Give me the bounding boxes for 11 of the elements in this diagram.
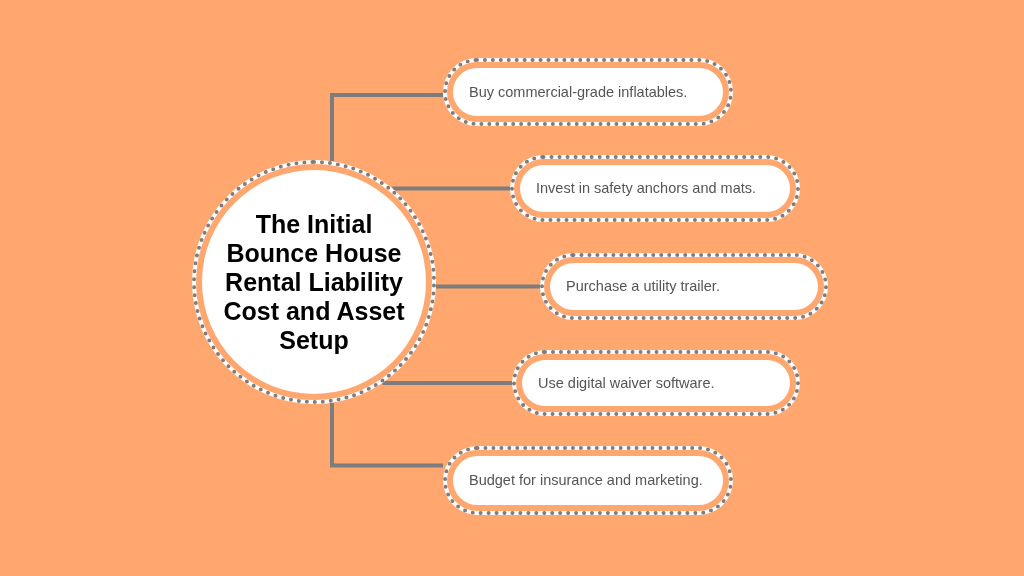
connector-line [392,186,510,191]
connector-line [435,284,540,289]
item-text: Buy commercial-grade inflatables. [469,82,688,102]
connector-line [330,93,443,162]
connector-line [382,381,512,385]
item-text: Invest in safety anchors and mats. [536,179,757,198]
circle-title: The Initial Bounce House Rental Liability Cost and Asset Setup [222,209,406,355]
item-text: Purchase a utility trailer. [566,277,720,296]
item-text: Use digital waiver software. [538,373,715,393]
connector-line [330,402,443,468]
item-text: Budget for insurance and marketing. [469,471,703,490]
